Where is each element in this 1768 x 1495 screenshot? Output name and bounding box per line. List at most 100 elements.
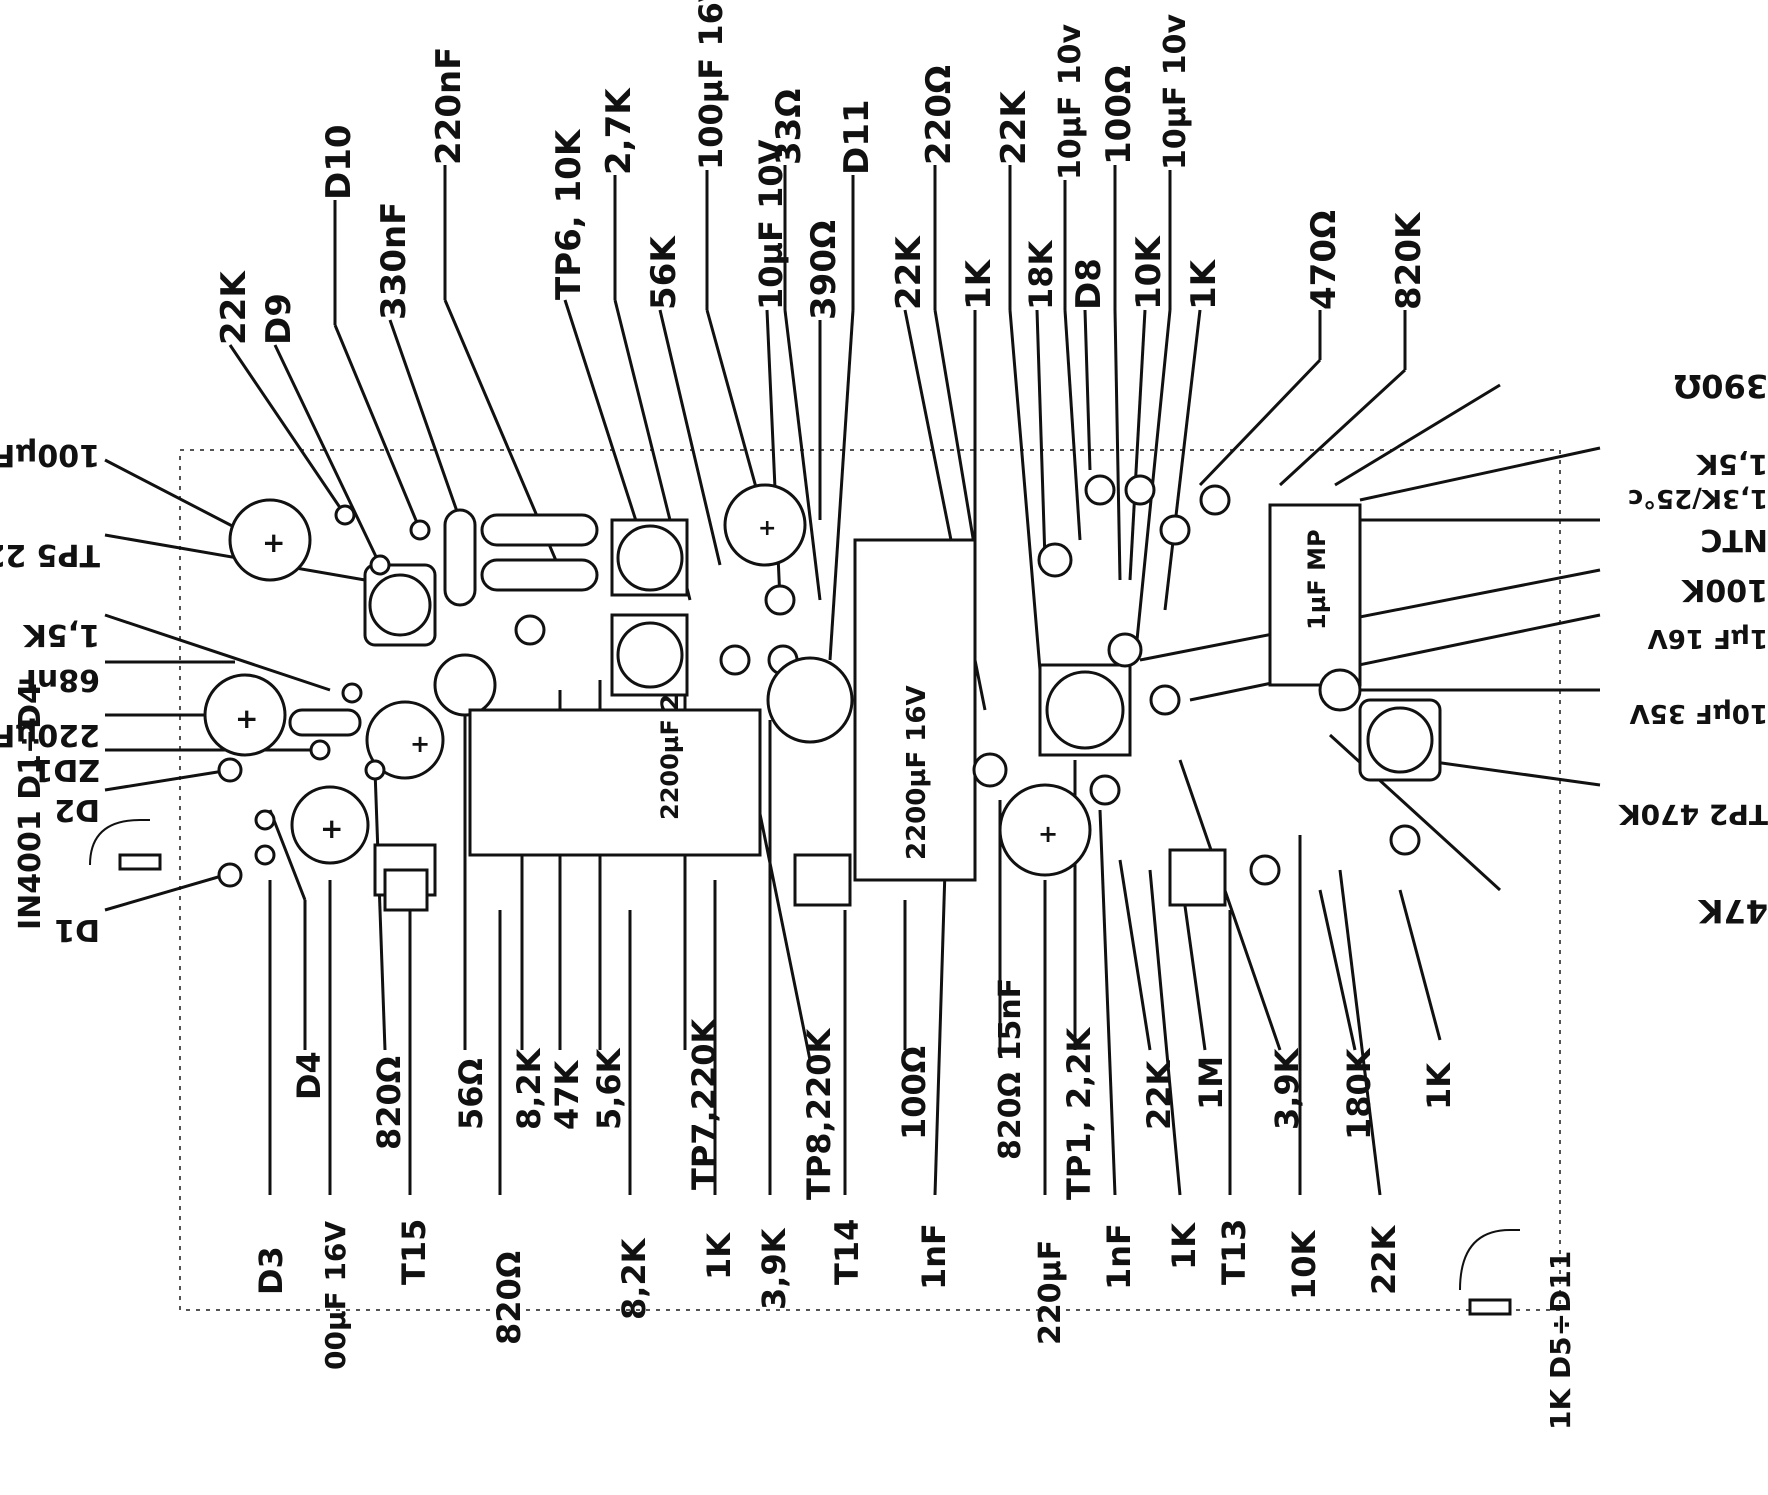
left-label-100uf-16v: 100µF 16V xyxy=(0,437,100,472)
bottom-label-1k-b: 1K xyxy=(1165,1222,1203,1270)
leader-lines xyxy=(104,165,1601,1196)
trimpot-tp1-dial xyxy=(1045,670,1125,750)
pad xyxy=(217,862,243,888)
pad xyxy=(341,682,363,704)
capacitor-10uf-35v xyxy=(1318,668,1362,712)
bottom-label-100ohm: 100Ω xyxy=(895,1046,933,1140)
bottom-label-tp8: TP8,220K xyxy=(800,1028,838,1201)
top-label-10k: 10K xyxy=(1129,235,1169,310)
diode-legend-lead-b xyxy=(1459,1229,1520,1291)
transistor-t13 xyxy=(1168,848,1227,907)
top-label-390ohm: 390Ω xyxy=(804,220,844,320)
cap-mp-label: 1µF MP xyxy=(1303,529,1331,630)
top-label-18k: 18K xyxy=(1022,239,1060,310)
transistor-t9 xyxy=(1084,474,1116,506)
top-label-d11: D11 xyxy=(837,99,877,175)
left-label-in4001: IN4001 D1÷D4 xyxy=(13,683,48,930)
top-label-10uf-10v-b: 10µF 10v xyxy=(1053,23,1088,180)
pad xyxy=(334,504,356,526)
top-label-470ohm: 470Ω xyxy=(1304,210,1344,310)
diode-legend-lead-a xyxy=(89,819,150,866)
bottom-label-tp1: TP1, 2,2K xyxy=(1060,1026,1098,1200)
capacitor-220uf xyxy=(203,673,287,757)
bottom-label-1nf-b: 1nF xyxy=(1100,1223,1138,1290)
cap-2200uf-16v-label: 2200µF 16V xyxy=(902,685,932,860)
transistor-t14 xyxy=(793,853,852,907)
bottom-label-820ohm-b: 820Ω xyxy=(490,1251,528,1345)
capacitor-100uf xyxy=(228,498,312,582)
capacitor-68nf xyxy=(288,708,362,737)
transistor-t5 xyxy=(1159,514,1191,546)
top-label-10uf-10v-c: 10µF 10v xyxy=(1158,13,1193,170)
bottom-label-1k-d5-d11: 1K D5÷D11 xyxy=(1544,1251,1577,1430)
bottom-label-d4: D4 xyxy=(290,1051,328,1100)
bottom-label-8-2k-b: 8,2K xyxy=(615,1237,653,1320)
top-label-100uf-16v: 100µF 16V xyxy=(692,0,730,170)
components: + + + + 2200µF 25V xyxy=(89,474,1520,1316)
transistor-t3 xyxy=(1149,684,1181,716)
bottom-label-8-2k-a: 8,2K xyxy=(510,1047,548,1130)
top-label-33ohm: 33Ω xyxy=(769,89,809,165)
top-label-d10: D10 xyxy=(319,124,359,200)
right-label-10uf-35v: 10µF 35V xyxy=(1630,698,1768,728)
transistor-t6 xyxy=(1389,824,1421,856)
capacitor-220uf-bottom xyxy=(998,783,1092,877)
diode-legend-body-b xyxy=(1468,1298,1512,1316)
top-label-220ohm: 220Ω xyxy=(919,65,959,165)
capacitor-330nf xyxy=(443,508,477,607)
top-label-330nf: 330nF xyxy=(374,202,414,320)
left-label-68nf: 68nF xyxy=(16,662,100,697)
polarity-plus-f: + xyxy=(1038,820,1058,848)
top-labels: 22K D9 330nF D10 220nF TP6, 10K 2,7K 56K… xyxy=(214,0,1429,345)
bottom-label-t15: T15 xyxy=(395,1219,433,1285)
top-label-1k-a: 1K xyxy=(959,258,999,310)
right-label-1-5k: 1,5K xyxy=(1695,448,1768,481)
capacitor-trim xyxy=(365,700,445,780)
right-label-tp2-470k: TP2 470K xyxy=(1618,798,1768,831)
bottom-label-t13: T13 xyxy=(1215,1219,1253,1285)
pad xyxy=(254,844,276,866)
left-label-1-5k: 1,5K xyxy=(22,617,100,652)
left-label-zd1: ZD1 xyxy=(32,752,100,787)
bottom-label-3-9k: 3,9K xyxy=(755,1227,793,1310)
polarity-plus-c: + xyxy=(320,812,343,845)
pad xyxy=(364,759,386,781)
capacitor-10uf-small xyxy=(764,584,796,616)
top-label-820k: 820K xyxy=(1389,211,1429,310)
resistor-56ohm-pad xyxy=(433,653,497,717)
bottom-label-10k: 10K xyxy=(1285,1229,1323,1300)
diode-legend-body-a xyxy=(118,853,162,871)
bottom-label-820ohm-a: 820Ω xyxy=(370,1056,408,1150)
bottom-label-56ohm: 56Ω xyxy=(452,1058,490,1130)
transistor-t15-tab xyxy=(383,868,429,912)
transistor-t2 xyxy=(972,752,1008,788)
bottom-label-1k-a: 1K xyxy=(700,1232,738,1280)
trimpot-tp5-dial xyxy=(368,573,432,637)
right-label-ntc: NTC xyxy=(1700,522,1768,557)
trimpot-tp6-dial xyxy=(616,524,684,592)
top-label-100ohm: 100Ω xyxy=(1099,65,1139,165)
bottom-label-1m: 1M xyxy=(1192,1056,1230,1110)
bottom-outer-labels: D3 00µF 16V T15 820Ω 8,2K 1K 3,9K T14 1n… xyxy=(252,1219,1577,1430)
top-label-1k-b: 1K xyxy=(1184,258,1224,310)
bottom-label-1k: 1K xyxy=(1420,1062,1458,1110)
pad xyxy=(409,519,431,541)
transistor-t11 xyxy=(719,644,751,676)
pad xyxy=(254,809,276,831)
pad xyxy=(217,757,243,783)
pad xyxy=(309,739,331,761)
board-outline xyxy=(179,449,1561,1311)
bottom-label-22k: 22K xyxy=(1365,1224,1403,1295)
top-label-d9: D9 xyxy=(259,293,299,345)
pad xyxy=(369,554,391,576)
capacitor-220nf-b xyxy=(480,558,599,592)
transistor-t10 xyxy=(514,614,546,646)
bottom-label-t14: T14 xyxy=(828,1219,866,1285)
trimpot-tp8 xyxy=(766,656,854,744)
transistor-t4 xyxy=(1199,484,1231,516)
transistor-t8 xyxy=(1124,474,1156,506)
right-label-1uf-16v: 1µF 16V xyxy=(1648,623,1768,653)
left-label-tp5-220ohm: TP5 220Ω xyxy=(0,537,100,572)
bottom-label-5-6k: 5,6K xyxy=(590,1047,628,1130)
polarity-plus-b: + xyxy=(235,702,258,735)
